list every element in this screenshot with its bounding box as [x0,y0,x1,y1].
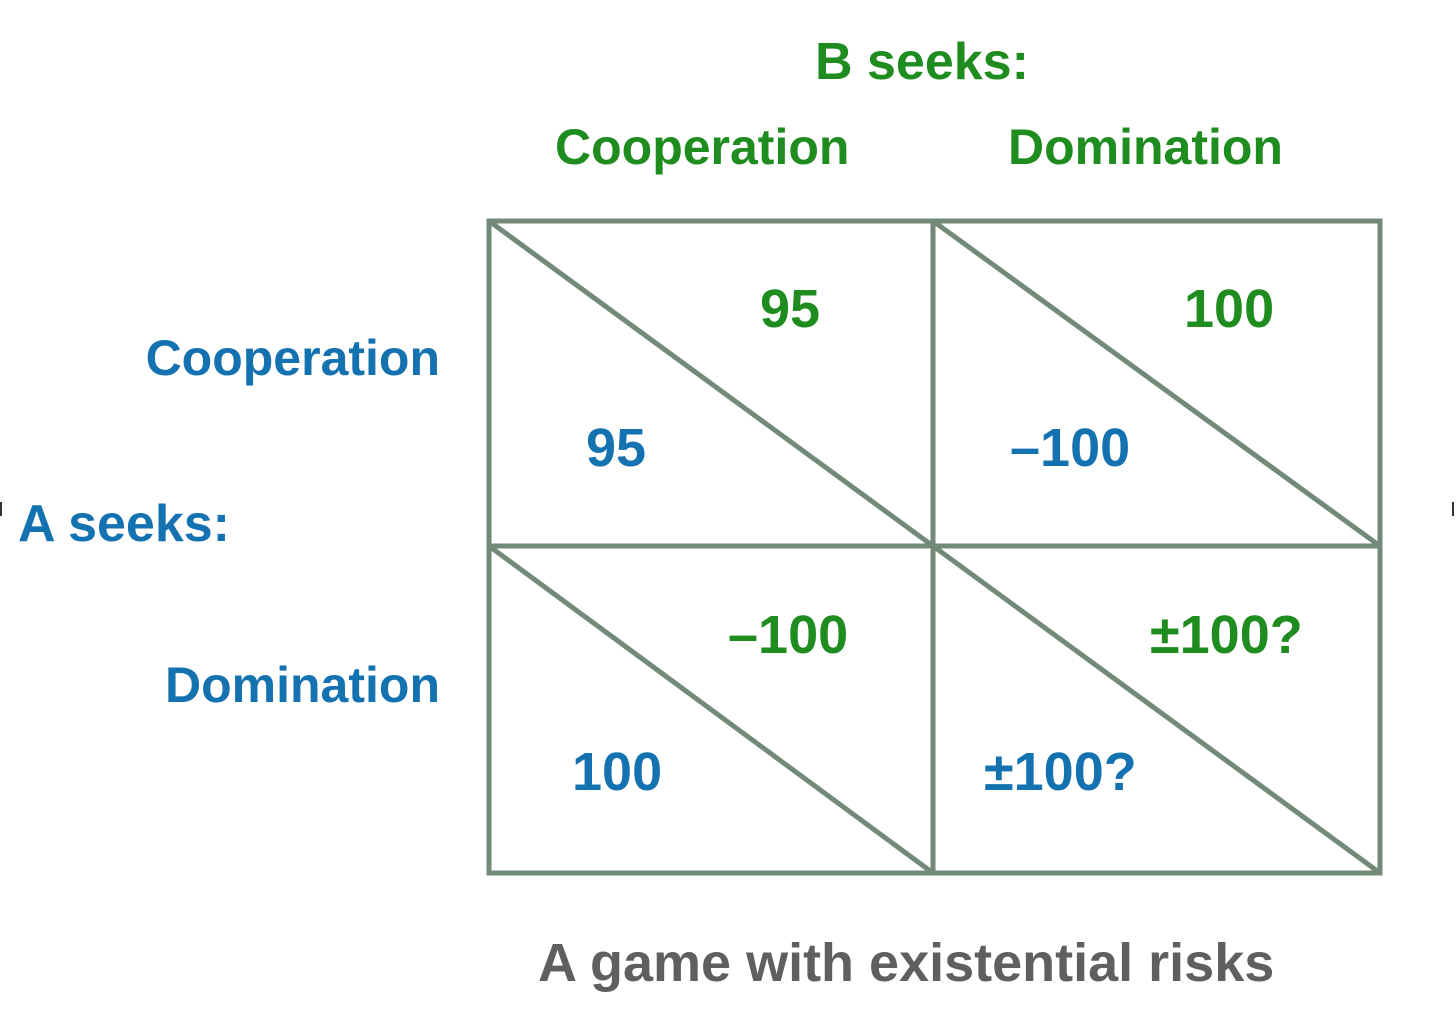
cell-coop-dom-a-payoff: –100 [1010,418,1131,478]
cell-diagonal-coop-coop [487,218,935,549]
row-header-domination: Domination [165,657,440,713]
cell-coop-dom-b-payoff: 100 [1184,279,1275,339]
cell-dom-dom-a-payoff: ±100? [984,742,1137,802]
cell-coop-coop-b-payoff: 95 [760,279,821,339]
column-header-cooperation: Cooperation [555,119,850,175]
player-b-label: B seeks: [815,33,1029,91]
cell-diagonal-dom-coop [487,543,935,876]
cell-coop-coop-a-payoff: 95 [586,418,647,478]
cell-diagonal-coop-dom [931,218,1382,549]
column-header-domination: Domination [1008,119,1283,175]
cell-dom-dom-b-payoff: ±100? [1150,605,1303,665]
row-header-cooperation: Cooperation [145,330,440,386]
diagram-caption: A game with existential risks [538,933,1275,993]
player-a-label: A seeks: [18,495,230,553]
left-edge-mark [0,502,2,516]
cell-diagonal-dom-dom [931,543,1382,876]
cell-dom-coop-a-payoff: 100 [572,742,663,802]
cell-dom-coop-b-payoff: –100 [728,605,849,665]
right-edge-mark [1452,502,1454,516]
